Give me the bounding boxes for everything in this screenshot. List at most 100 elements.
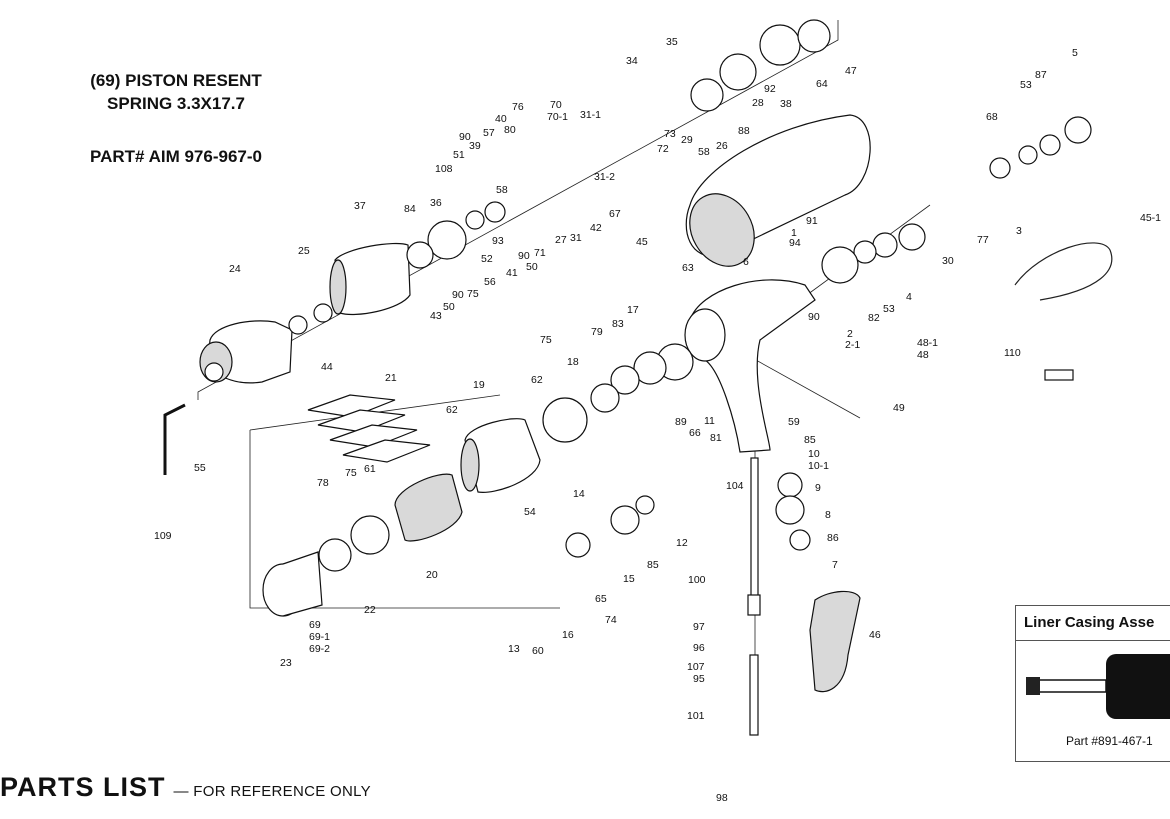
callout-20: 20 [426, 569, 438, 581]
callout-21: 21 [385, 372, 397, 384]
callout-3: 3 [1016, 225, 1022, 237]
callout-1: 1 [791, 227, 797, 239]
callout-52: 52 [481, 253, 493, 265]
parts-list-title: PARTS LIST [0, 772, 166, 802]
callout-14: 14 [573, 488, 585, 500]
callout-2-1: 2-1 [845, 339, 860, 351]
callout-5: 5 [1072, 47, 1078, 59]
callout-54: 54 [524, 506, 536, 518]
callout-83: 83 [612, 318, 624, 330]
callout-69-2: 69-2 [309, 643, 330, 655]
callout-93: 93 [492, 235, 504, 247]
callout-62a: 62 [531, 374, 543, 386]
callout-87: 87 [1035, 69, 1047, 81]
callout-89: 89 [675, 416, 687, 428]
callout-38: 38 [780, 98, 792, 110]
callout-45: 45 [636, 236, 648, 248]
callout-19: 19 [473, 379, 485, 391]
callout-35: 35 [666, 36, 678, 48]
callout-90c: 90 [452, 289, 464, 301]
callout-8: 8 [825, 509, 831, 521]
callout-16: 16 [562, 629, 574, 641]
callout-50a: 50 [526, 261, 538, 273]
callout-29: 29 [681, 134, 693, 146]
grip-cover-46 [809, 590, 861, 693]
callout-55: 55 [194, 462, 206, 474]
rotor-20 [394, 473, 463, 542]
callout-26: 26 [716, 140, 728, 152]
note-title-line2: SPRING 3.3X17.7 [107, 94, 245, 113]
callout-91: 91 [806, 215, 818, 227]
callout-24: 24 [229, 263, 241, 275]
callout-58a: 58 [698, 146, 710, 158]
callout-75b: 75 [540, 334, 552, 346]
callout-69-1: 69-1 [309, 631, 330, 643]
callout-49: 49 [893, 402, 905, 414]
callout-53b: 53 [883, 303, 895, 315]
liner-casing-assembly-box: Liner Casing Asse Part #891-467-1 [1015, 605, 1170, 762]
callout-4: 4 [906, 291, 912, 303]
tool-body-housing [685, 114, 871, 267]
callout-7: 7 [832, 559, 838, 571]
callout-27: 27 [555, 234, 567, 246]
cylinder-sleeve-37 [329, 242, 411, 316]
callout-92: 92 [764, 83, 776, 95]
callout-77: 77 [977, 234, 989, 246]
callout-18: 18 [567, 356, 579, 368]
callout-94: 94 [789, 237, 801, 249]
callout-34: 34 [626, 55, 638, 67]
callout-68: 68 [986, 111, 998, 123]
callout-70: 70 [550, 99, 562, 111]
callout-51: 51 [453, 149, 465, 161]
callout-43: 43 [430, 310, 442, 322]
callout-76: 76 [512, 101, 524, 113]
callout-71: 71 [534, 247, 546, 259]
callout-6: 6 [743, 256, 749, 268]
callout-74: 74 [605, 614, 617, 626]
callout-108: 108 [435, 163, 453, 175]
callout-47: 47 [845, 65, 857, 77]
callout-81: 81 [710, 432, 722, 444]
callout-57: 57 [483, 127, 495, 139]
callout-48: 48 [917, 349, 929, 361]
callout-109: 109 [154, 530, 172, 542]
callout-2: 2 [847, 328, 853, 340]
pistol-grip-handle [684, 279, 816, 453]
callout-31-2: 31-2 [594, 171, 615, 183]
callout-60: 60 [532, 645, 544, 657]
callout-61: 61 [364, 463, 376, 475]
front-bushing-23 [262, 551, 323, 617]
callout-63: 63 [682, 262, 694, 274]
callout-31-1: 31-1 [580, 109, 601, 121]
callout-50b: 50 [443, 301, 455, 313]
callout-9: 9 [815, 482, 821, 494]
hex-wrench-109 [163, 403, 186, 475]
callout-85b: 85 [647, 559, 659, 571]
exhaust-tube-100 [747, 457, 761, 736]
callout-11: 11 [704, 415, 715, 427]
callout-25: 25 [298, 245, 310, 257]
callout-15: 15 [623, 573, 635, 585]
parts-list-subtitle: — FOR REFERENCE ONLY [173, 783, 371, 800]
callout-72: 72 [657, 143, 669, 155]
callout-66: 66 [689, 427, 701, 439]
callout-45-1: 45-1 [1140, 212, 1161, 224]
callout-65: 65 [595, 593, 607, 605]
callout-30: 30 [942, 255, 954, 267]
callout-62b: 62 [446, 404, 458, 416]
callout-39: 39 [469, 140, 481, 152]
callout-53a: 53 [1020, 79, 1032, 91]
callout-95: 95 [693, 673, 705, 685]
note-part-number: PART# AIM 976-967-0 [90, 147, 262, 166]
callout-90b: 90 [518, 250, 530, 262]
callout-104: 104 [726, 480, 744, 492]
fitting-110 [1044, 369, 1074, 381]
callout-46: 46 [869, 629, 881, 641]
callout-79: 79 [591, 326, 603, 338]
air-hose-loop-45-1 [1014, 242, 1113, 301]
callout-88: 88 [738, 125, 750, 137]
callout-84: 84 [404, 203, 416, 215]
callout-12: 12 [676, 537, 688, 549]
callout-59: 59 [788, 416, 800, 428]
